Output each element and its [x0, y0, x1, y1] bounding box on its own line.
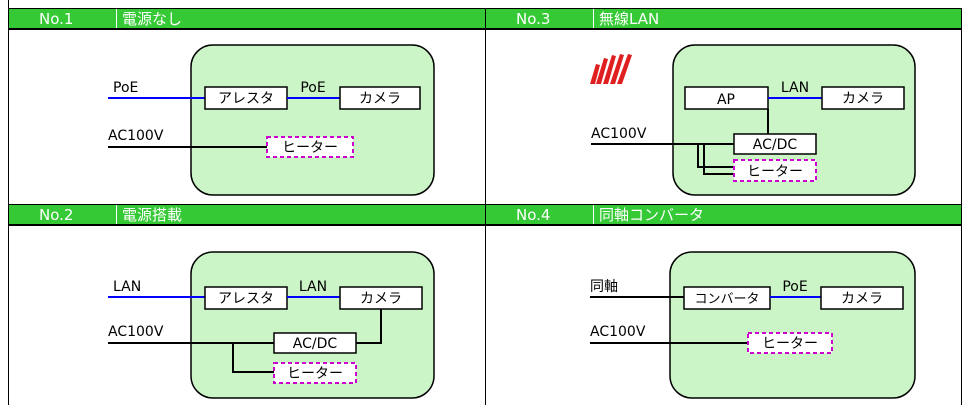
ac-label: AC100V: [591, 126, 647, 142]
acdc-label: AC/DC: [753, 137, 798, 153]
wifi-icon: [590, 54, 632, 84]
arrester-label: アレスタ: [218, 291, 274, 307]
camera-box: [821, 86, 905, 110]
enclosure: [190, 44, 435, 196]
camera-label: カメラ: [359, 91, 401, 107]
ac-label: AC100V: [108, 128, 164, 144]
enclosure: [669, 251, 916, 399]
panel-title: 電源なし: [122, 10, 183, 28]
lan-input-label: LAN: [113, 279, 141, 295]
ac-label: AC100V: [590, 324, 646, 340]
heater-box: [747, 332, 833, 354]
poe-input-label: PoE: [113, 80, 138, 96]
panel-no1: No.1 電源なし PoE アレスタ PoE カメラ AC100V ヒーター: [9, 8, 486, 204]
camera-box: [820, 286, 904, 310]
camera-power-line: [356, 309, 382, 344]
heater-feed-line: [232, 343, 274, 373]
panel-number: No.4: [516, 206, 551, 224]
panel-title: 無線LAN: [599, 10, 660, 28]
panel-no4: No.4 同軸コンバータ 同軸 コンバータ PoE カメラ AC100V ヒータ…: [486, 204, 962, 405]
heater-feed-line: [697, 144, 734, 168]
diagram-no1: PoE アレスタ PoE カメラ AC100V ヒーター: [108, 44, 435, 196]
heater-label: ヒーター: [282, 140, 338, 156]
enclosure: [672, 44, 916, 196]
camera-box: [339, 86, 421, 110]
heater-box: [266, 136, 354, 158]
camera-label: カメラ: [842, 91, 884, 107]
acdc-label: AC/DC: [293, 336, 338, 352]
panel-title: 電源搭載: [122, 206, 183, 224]
camera-label: カメラ: [841, 291, 883, 307]
coax-input-label: 同軸: [590, 279, 618, 295]
arrester-label: アレスタ: [218, 91, 274, 107]
ap-label: AP: [717, 92, 735, 108]
diagram-no4: 同軸 コンバータ PoE カメラ AC100V ヒーター: [590, 251, 916, 399]
panel-header: No.1 電源なし: [9, 8, 486, 30]
camera-label: カメラ: [360, 291, 402, 307]
panel-no3: No.3 無線LAN AP LAN カメラ AC/DC AC100V ヒーター: [486, 8, 962, 204]
converter-label: コンバータ: [694, 292, 759, 307]
lan-mid-label: LAN: [299, 279, 327, 295]
poe-mid-label: PoE: [300, 80, 325, 96]
heater-label: ヒーター: [287, 366, 343, 382]
panel-number: No.2: [39, 206, 74, 224]
heater-box: [273, 362, 357, 384]
panel-number: No.1: [39, 10, 74, 28]
ac-label: AC100V: [108, 324, 164, 340]
panel-no2: No.2 電源搭載 LAN アレスタ LAN カメラ AC/DC AC100V …: [9, 204, 486, 405]
heater-box: [733, 159, 817, 182]
panel-header: No.2 電源搭載: [9, 204, 486, 226]
diagram-no2: LAN アレスタ LAN カメラ AC/DC AC100V ヒーター: [108, 251, 435, 399]
heater-label: ヒーター: [762, 336, 818, 352]
panel-header: No.3 無線LAN: [486, 8, 962, 30]
poe-mid-label: PoE: [782, 279, 807, 295]
heater-feed-line-2: [703, 144, 734, 175]
diagram-no3: AP LAN カメラ AC/DC AC100V ヒーター: [590, 44, 916, 196]
heater-label: ヒーター: [747, 164, 803, 180]
panel-title: 同軸コンバータ: [599, 206, 705, 224]
lan-label: LAN: [781, 80, 809, 96]
left-border: [8, 0, 9, 405]
panel-header: No.4 同軸コンバータ: [486, 204, 962, 226]
panel-number: No.3: [516, 10, 551, 28]
